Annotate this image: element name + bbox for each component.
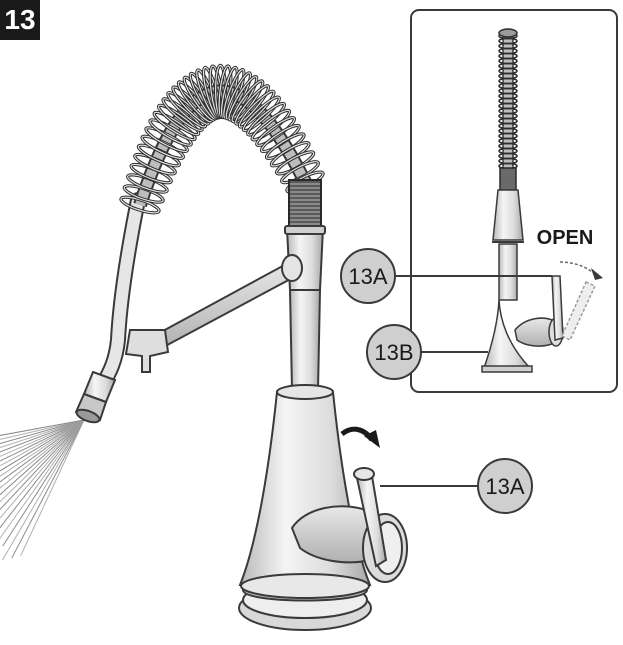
main-column [288, 289, 322, 391]
callout-13b-inset: 13B [366, 324, 488, 380]
water-spray [0, 419, 85, 561]
inset-lever-open-position [561, 281, 597, 342]
coil-spring [119, 63, 325, 215]
hose-guide-arm [124, 254, 303, 373]
spring-collar [288, 179, 322, 229]
callout-13b-inset-label: 13B [374, 340, 413, 365]
callout-13a-main: 13A [380, 458, 533, 514]
callout-13a-inset-label: 13A [348, 264, 387, 289]
base-plate [238, 573, 372, 631]
spray-head [74, 370, 117, 424]
lever-handle [353, 467, 388, 568]
inset-coil-spring [498, 28, 518, 171]
inset-open-label: OPEN [537, 227, 594, 249]
inset-detail-panel: OPEN [410, 9, 618, 393]
callout-13a-inset: 13A [340, 248, 552, 304]
turn-direction-arrow [340, 426, 380, 448]
callout-13a-main-label: 13A [485, 474, 524, 499]
pull-down-hose [95, 192, 146, 392]
step-number-badge: 13 [0, 0, 40, 40]
